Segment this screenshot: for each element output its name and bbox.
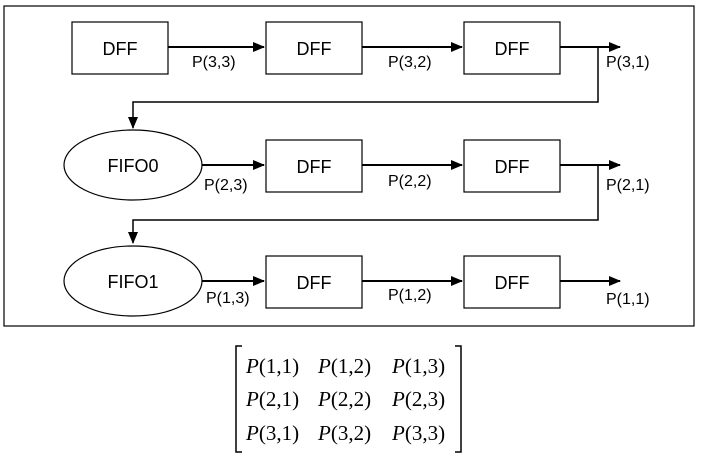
- feedback-connector: [128, 47, 599, 129]
- node-label: DFF: [297, 39, 332, 59]
- edge-label: P(2,3): [204, 177, 248, 194]
- dff-node: [265, 139, 363, 193]
- matrix-cell: P(2,3): [391, 387, 445, 411]
- row-3: FIFO1 P(1,3) DFF P(1,2) DFF P(1,1): [63, 245, 650, 317]
- edge-label: P(3,3): [192, 54, 236, 71]
- node-label: DFF: [495, 39, 530, 59]
- matrix-cell: P(2,2): [317, 387, 371, 411]
- matrix-cell: P(1,3): [391, 354, 445, 378]
- matrix-cell: P(3,3): [391, 421, 445, 445]
- matrix-cell: P(2,1): [245, 387, 299, 411]
- matrix-cell: P(1,1): [245, 354, 299, 378]
- edge-label: P(3,2): [388, 54, 432, 71]
- node-label: DFF: [103, 39, 138, 59]
- row-1: DFF P(3,3) DFF P(3,2) DFF P(3,1): [71, 21, 650, 129]
- feedback-connector: [128, 165, 599, 244]
- row-2: FIFO0 P(2,3) DFF P(2,2) DFF P(2,1): [63, 129, 650, 244]
- edge-label: P(3,1): [606, 54, 650, 71]
- matrix-cell: P(3,2): [317, 421, 371, 445]
- dff-node: [71, 21, 169, 75]
- edge-label: P(1,1): [606, 291, 650, 308]
- edge-label: P(2,2): [388, 173, 432, 190]
- matrix: P(1,1) P(1,2) P(1,3) P(2,1) P(2,2) P(2,3…: [235, 345, 462, 453]
- node-label: DFF: [495, 273, 530, 293]
- node-label: FIFO1: [107, 272, 158, 292]
- edge-label: P(1,3): [206, 290, 250, 307]
- edge-label: P(1,2): [388, 287, 432, 304]
- node-label: DFF: [495, 157, 530, 177]
- node-label: DFF: [297, 157, 332, 177]
- dff-node: [463, 139, 561, 193]
- node-label: FIFO0: [107, 156, 158, 176]
- edge-label: P(2,1): [606, 177, 650, 194]
- dff-node: [265, 255, 363, 309]
- matrix-cell: P(1,2): [317, 354, 371, 378]
- matrix-right-bracket: [455, 345, 462, 453]
- node-label: DFF: [297, 273, 332, 293]
- dff-node: [463, 21, 561, 75]
- matrix-left-bracket: [235, 345, 242, 453]
- diagram-frame: [3, 5, 695, 327]
- matrix-cell: P(3,1): [245, 421, 299, 445]
